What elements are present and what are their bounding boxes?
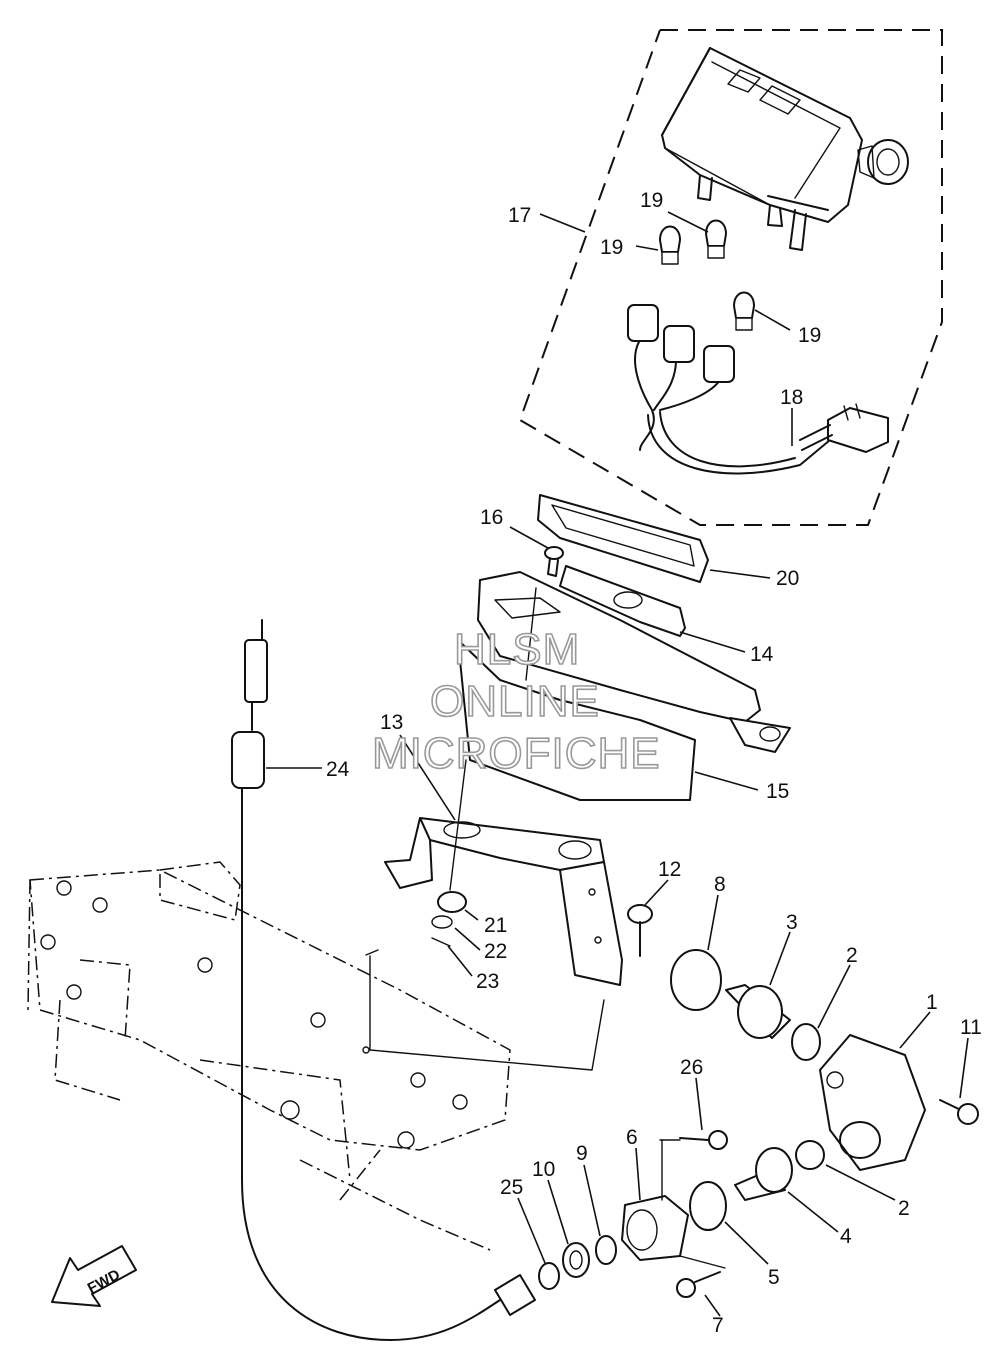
callout-18: 18: [780, 386, 803, 409]
meter-assembly-boundary: [518, 29, 943, 526]
screw-16: [544, 546, 564, 577]
callout-5: 5: [768, 1266, 780, 1289]
oil-seal-10: [562, 1242, 590, 1278]
callout-8: 8: [714, 873, 726, 896]
bolt-11: [939, 1099, 979, 1125]
callout-3: 3: [786, 911, 798, 934]
callout-21: 21: [484, 914, 507, 937]
callout-2-upper: 2: [846, 944, 858, 967]
o-ring-25: [538, 1262, 560, 1290]
meter-assembly: [661, 47, 909, 251]
callout-11: 11: [960, 1016, 982, 1039]
callout-14: 14: [750, 643, 774, 666]
meter-lead-harness: [627, 304, 889, 475]
screw-7: [676, 1271, 721, 1298]
bushing-2-upper: [791, 1023, 821, 1061]
leader-lines: [266, 211, 969, 1317]
meter-bracket: [384, 817, 623, 986]
collar-22: [431, 915, 453, 929]
meter-cable-24: [231, 619, 536, 1341]
callout-12: 12: [658, 858, 681, 881]
callout-10: 10: [532, 1158, 555, 1181]
bulb-2: [705, 219, 727, 259]
callout-22: 22: [484, 940, 507, 963]
callout-19-a: 19: [600, 236, 623, 259]
callout-13: 13: [380, 711, 403, 734]
bushing-2-lower: [795, 1140, 825, 1170]
bulb-3: [733, 291, 755, 331]
nut-23: [431, 937, 451, 947]
callout-4: 4: [840, 1225, 852, 1248]
callout-1: 1: [926, 991, 938, 1014]
watermark: HLSM ONLINE MICROFICHE: [371, 624, 661, 779]
driven-gear-4: [734, 1147, 793, 1201]
o-ring-8: [670, 949, 722, 1011]
callout-23: 23: [476, 970, 499, 993]
grommet-21: [437, 891, 467, 913]
bolt-12: [627, 904, 653, 957]
callout-20: 20: [776, 567, 799, 590]
callout-19-b: 19: [640, 189, 663, 212]
drive-gear-3: [725, 984, 791, 1039]
callout-2-lower: 2: [898, 1197, 910, 1220]
forward-arrow: FWD: [51, 1245, 137, 1307]
watermark-line-2: ONLINE: [430, 677, 600, 726]
callout-7: 7: [712, 1314, 724, 1337]
meter-cover: [537, 494, 709, 583]
callout-17: 17: [508, 204, 531, 227]
washer-9: [595, 1235, 617, 1265]
bulb-1: [659, 225, 681, 265]
callout-9: 9: [576, 1142, 588, 1165]
callout-16: 16: [480, 506, 503, 529]
callouts: 17 19 19 19 18 16 20 14 24 13 15 12 8 3 …: [326, 189, 982, 1337]
callout-26: 26: [680, 1056, 703, 1079]
sleeve-6: [621, 1195, 689, 1261]
meter-housing: [457, 571, 791, 801]
meter-plate: [559, 565, 686, 637]
vehicle-frame: [27, 861, 511, 1251]
callout-15: 15: [766, 780, 789, 803]
callout-25: 25: [500, 1176, 523, 1199]
watermark-line-3: MICROFICHE: [372, 729, 661, 778]
o-ring-5: [689, 1181, 727, 1231]
callout-24: 24: [326, 758, 350, 781]
screw-26: [679, 1130, 728, 1150]
callout-19-c: 19: [798, 324, 821, 347]
watermark-line-1: HLSM: [454, 625, 580, 674]
callout-6: 6: [626, 1126, 638, 1149]
gear-housing-1: [819, 1034, 926, 1171]
